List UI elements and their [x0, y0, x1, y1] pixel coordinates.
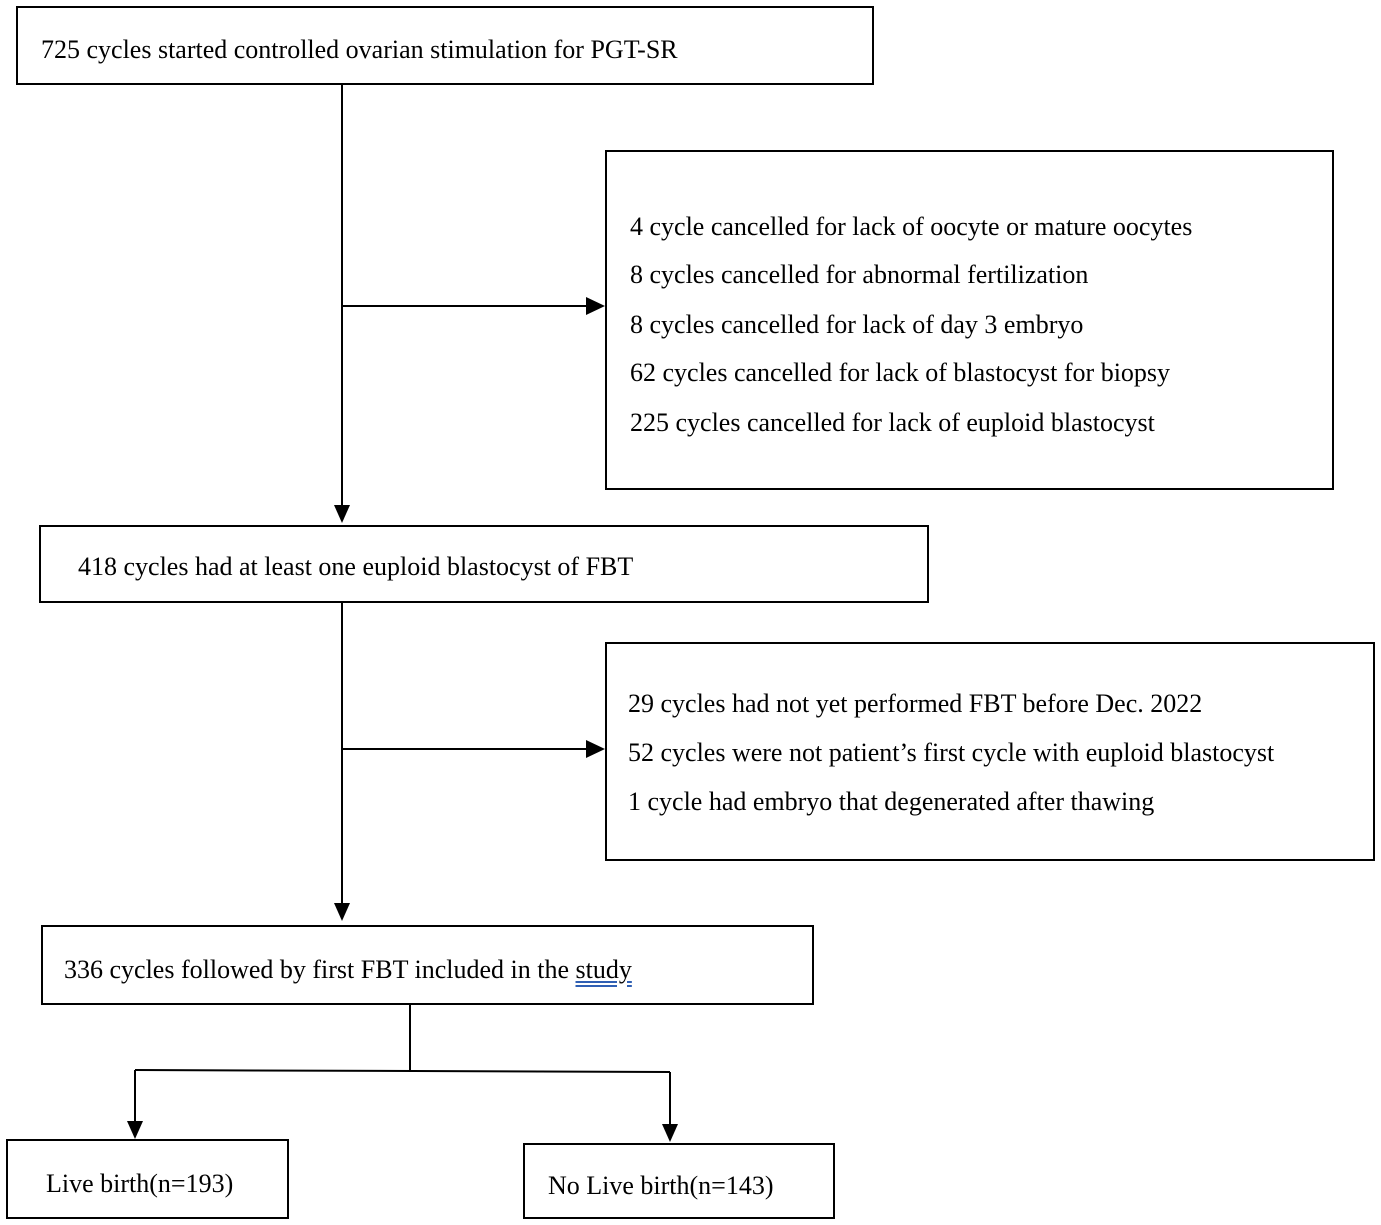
included-box: 336 cycles followed by first FBT include… [41, 925, 814, 1005]
exclusion-box-2: 29 cycles had not yet performed FBT befo… [605, 642, 1375, 861]
step-2-box: 418 cycles had at least one euploid blas… [39, 525, 929, 603]
exclusion-1-line-3: 8 cycles cancelled for lack of day 3 emb… [630, 310, 1084, 339]
arrowhead-to-exclusion-1 [586, 297, 605, 315]
included-box-text-main: 336 cycles followed by first FBT include… [64, 955, 576, 984]
arrowhead-step2-to-included [334, 903, 350, 921]
start-box: 725 cycles started controlled ovarian st… [16, 6, 874, 85]
included-box-text: 336 cycles followed by first FBT include… [64, 957, 632, 983]
step-2-box-text: 418 cycles had at least one euploid blas… [78, 552, 634, 581]
exclusion-1-line-1: 4 cycle cancelled for lack of oocyte or … [630, 212, 1193, 241]
included-box-text-underlined: study [575, 955, 632, 984]
exclusion-1-line-5: 225 cycles cancelled for lack of euploid… [630, 408, 1155, 437]
no-live-birth-box-text: No Live birth(n=143) [548, 1171, 774, 1200]
exclusion-2-line-1: 29 cycles had not yet performed FBT befo… [628, 689, 1203, 718]
no-live-birth-box: No Live birth(n=143) [523, 1143, 835, 1219]
arrowhead-to-exclusion-2 [586, 740, 605, 758]
arrowhead-to-live-birth [127, 1121, 143, 1139]
exclusion-box-1: 4 cycle cancelled for lack of oocyte or … [605, 150, 1334, 490]
exclusion-2-line-2: 52 cycles were not patient’s first cycle… [628, 738, 1275, 767]
exclusion-1-line-2: 8 cycles cancelled for abnormal fertiliz… [630, 260, 1089, 289]
arrowhead-to-no-live-birth [662, 1124, 678, 1142]
live-birth-box-text: Live birth(n=193) [46, 1169, 234, 1198]
exclusion-2-line-3: 1 cycle had embryo that degenerated afte… [628, 787, 1155, 816]
exclusion-1-line-4: 62 cycles cancelled for lack of blastocy… [630, 358, 1171, 387]
start-box-text: 725 cycles started controlled ovarian st… [41, 35, 678, 64]
arrowhead-start-to-step2 [334, 505, 350, 523]
live-birth-box: Live birth(n=193) [6, 1139, 289, 1219]
connector-split-horizontal [134, 1069, 671, 1073]
